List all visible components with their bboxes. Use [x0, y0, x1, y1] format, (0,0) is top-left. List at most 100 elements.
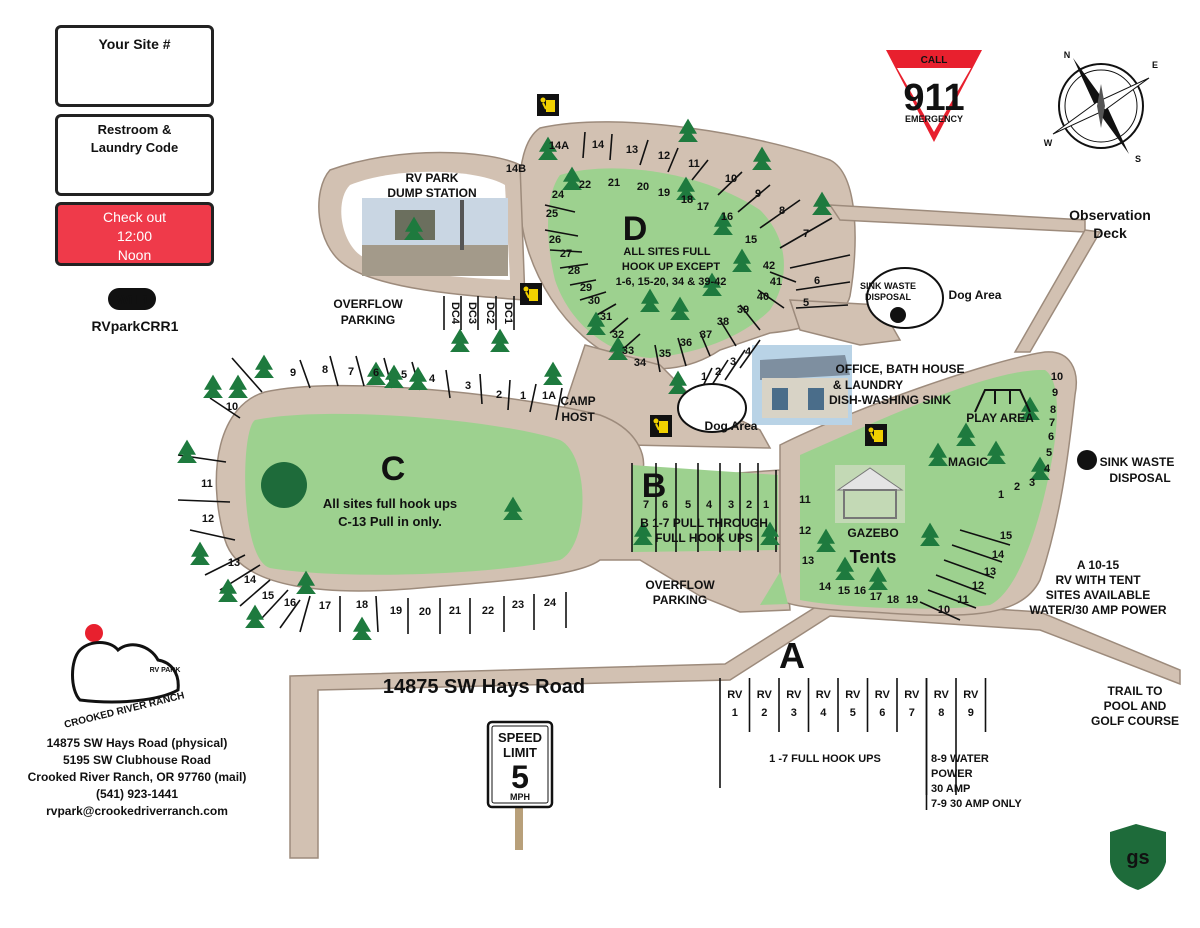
loop-b-desc-2: FULL HOOK UPS [655, 531, 753, 545]
your-site-label: Your Site # [98, 36, 171, 52]
site-t-left-19: 19 [906, 594, 918, 606]
loop-c-grass [245, 413, 583, 575]
site-divider [927, 589, 977, 609]
site-d-33: 33 [622, 345, 634, 357]
trash-icons [520, 94, 887, 446]
tree-icon [760, 521, 780, 545]
tree-icon [732, 248, 752, 272]
site-divider [609, 317, 629, 334]
site-t-right-10: 10 [1051, 371, 1063, 383]
tree-icon [177, 439, 197, 463]
site-a-rv-5: 5 [850, 707, 856, 719]
site-divider [355, 355, 365, 387]
a-tent-label-2: RV WITH TENT [1055, 573, 1141, 587]
site-divider [919, 601, 961, 621]
loop-a-note-1: 8-9 WATER [931, 753, 989, 765]
tree-icon [490, 328, 510, 352]
tree-icon [633, 521, 653, 545]
tree-icon [245, 604, 265, 628]
site-c-13: 13 [228, 557, 240, 569]
site-c-22: 22 [482, 605, 494, 617]
loop-c-desc-2: C-13 Pull in only. [338, 514, 442, 529]
a-tent-label-1: A 10-15 [1077, 558, 1120, 572]
site-divider [549, 249, 583, 253]
tree-icon [640, 288, 660, 312]
site-t-left-11: 11 [799, 494, 811, 506]
site-t-bottom-13: 13 [984, 566, 996, 578]
tree-icon [956, 422, 976, 446]
a-tent-label-4: WATER/30 AMP POWER [1029, 603, 1166, 617]
site-t-bottom-15: 15 [1000, 530, 1012, 542]
site-c-10: 10 [226, 401, 238, 413]
site-c-3: 3 [465, 380, 471, 392]
loop-b-letter: B [642, 467, 667, 505]
site-d-9: 9 [755, 188, 761, 200]
tents-label: Tents [850, 547, 897, 567]
checkout-label-2: 12:00 [116, 228, 153, 244]
speed-limit-sign: SPEED LIMIT 5 MPH [486, 720, 554, 850]
site-d-26: 26 [549, 234, 561, 246]
site-d-35: 35 [659, 348, 671, 360]
site-divider [555, 387, 563, 421]
road-label: 14875 SW Hays Road [383, 676, 585, 698]
tree-icon [352, 616, 372, 640]
site-divider [375, 595, 379, 633]
site-d-8: 8 [779, 205, 785, 217]
tree-icon [1020, 396, 1040, 420]
site-d-22: 22 [579, 179, 591, 191]
site-d-14: 14 [592, 139, 605, 151]
tree-icon [503, 496, 523, 520]
tree-icon [296, 570, 316, 594]
dump-station-label-1: RV PARK [406, 171, 459, 185]
loop-b-desc-1: B 1-7 PULL THROUGH [640, 516, 768, 530]
site-divider [479, 373, 483, 405]
site-t-bottom-12: 12 [972, 580, 984, 592]
site-t-left-15: 15 [838, 585, 850, 597]
loop-a-note-4: 7-9 30 AMP ONLY [931, 798, 1022, 810]
tree-icon [816, 528, 836, 552]
site-divider [654, 344, 661, 373]
site-divider [779, 217, 833, 249]
site-divider [529, 383, 537, 413]
site-b-2: 2 [746, 499, 752, 511]
site-divider [759, 199, 801, 229]
loop-c-big-tree [261, 462, 307, 508]
site-c-21: 21 [449, 605, 461, 617]
site-c-12: 12 [202, 513, 214, 525]
speed-number: 5 [511, 759, 529, 795]
site-a-rv-6: 6 [879, 707, 885, 719]
loop-c-desc-1: All sites full hook ups [323, 496, 457, 511]
compass-rose-icon: N E S W [1044, 50, 1158, 164]
site-d-27: 27 [560, 248, 572, 260]
address-line-3: Crooked River Ranch, OR 97760 (mail) [27, 770, 247, 784]
site-d-12: 12 [658, 150, 670, 162]
wifi-logo: Wi Fi RVparkCRR1 [92, 288, 179, 334]
site-divider [189, 529, 236, 541]
site-dc1: DC1 [502, 302, 514, 324]
your-site-box[interactable]: Your Site # [55, 25, 214, 107]
site-dc3: DC3 [466, 302, 478, 324]
address-line-5[interactable]: rvpark@crookedriverranch.com [46, 804, 228, 818]
restroom-code-box[interactable]: Restroom & Laundry Code [55, 114, 214, 196]
loop-b-grass [632, 465, 778, 552]
site-divider [177, 499, 231, 503]
site-b-3: 3 [728, 499, 734, 511]
site-c-11: 11 [201, 478, 213, 490]
site-divider [757, 289, 785, 309]
logo-text: CROOKED RIVER RANCH [63, 690, 185, 731]
sink-waste-label-1: SINK WASTE [1100, 455, 1175, 469]
site-d-13: 13 [626, 144, 638, 156]
site-a-rv-7: 7 [909, 707, 915, 719]
site-d-1-office: 1 [701, 371, 707, 383]
site-c-1: 1 [520, 390, 526, 402]
sink-waste-small-label-1: SINK WASTE [860, 281, 916, 291]
site-d-41: 41 [770, 276, 782, 288]
tree-icon [812, 191, 832, 215]
site-t-right-1: 1 [998, 489, 1004, 501]
site-divider [951, 544, 1003, 563]
site-divider [719, 319, 737, 347]
site-divider [209, 397, 241, 419]
tree-icon [366, 361, 386, 385]
tree-icon [450, 328, 470, 352]
